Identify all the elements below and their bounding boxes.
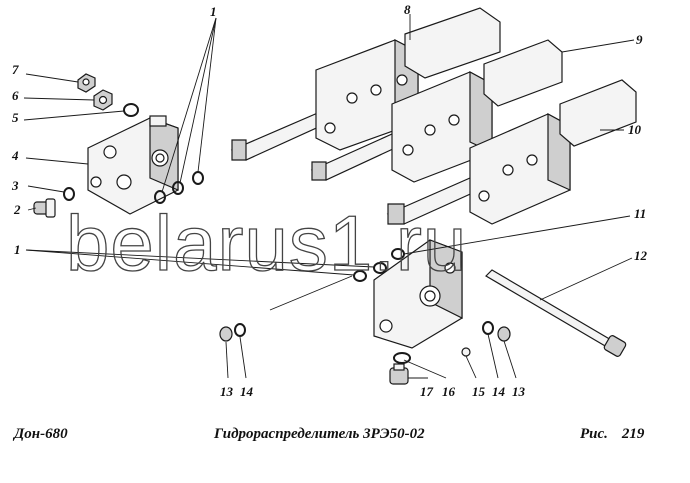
callout-8: 8 xyxy=(404,2,411,17)
nut-part-7 xyxy=(77,73,96,93)
plug-part-17 xyxy=(389,363,409,385)
assembly-axis-line xyxy=(269,275,353,311)
callout-14-left: 14 xyxy=(240,384,254,399)
callout-4: 4 xyxy=(11,148,19,163)
callout-6: 6 xyxy=(12,88,19,103)
callout-12: 12 xyxy=(634,248,648,263)
callout-7: 7 xyxy=(12,62,19,77)
o-ring-part-1-right-b xyxy=(373,262,387,274)
washer-part-5 xyxy=(123,103,139,117)
plug-part-13-left xyxy=(219,326,233,342)
callout-14-right: 14 xyxy=(492,384,506,399)
inlet-block xyxy=(373,239,463,349)
o-ring-part-1-right-a xyxy=(353,270,367,282)
o-ring-part-1-left-b xyxy=(172,181,184,195)
callout-labels: 1 7 6 5 4 3 2 1 8 9 10 11 12 13 14 17 16… xyxy=(11,2,648,399)
o-ring-part-1-left-c xyxy=(192,171,204,185)
figure-number: 219 xyxy=(621,426,645,442)
washer-part-14-left xyxy=(234,323,246,337)
spool-section-part-8 xyxy=(230,7,501,161)
callout-13-left: 13 xyxy=(220,384,234,399)
callout-3: 3 xyxy=(11,178,19,193)
figure-label: Рис. xyxy=(580,426,608,442)
callout-16: 16 xyxy=(442,384,456,399)
callout-15: 15 xyxy=(472,384,486,399)
plug-part-2 xyxy=(33,198,56,218)
callout-10: 10 xyxy=(628,122,642,137)
plug-part-13-right xyxy=(497,326,511,342)
callout-11: 11 xyxy=(634,206,646,221)
callout-13-right: 13 xyxy=(512,384,526,399)
diagram-title: Гидрораспределитель 3РЭ50-02 xyxy=(214,426,425,442)
seal-ring-part-3 xyxy=(63,187,75,201)
washer-part-14-right xyxy=(482,321,494,335)
spool-section-part-9 xyxy=(310,39,563,183)
figure-reference: Рис. 219 xyxy=(580,426,644,443)
site-watermark: belarus1.ru xyxy=(66,199,467,287)
leader-lines xyxy=(23,14,635,379)
nut-part-6 xyxy=(93,89,113,111)
spool-section-part-10 xyxy=(386,79,637,225)
callout-1-left: 1 xyxy=(14,242,21,257)
o-ring-part-1-left-a xyxy=(154,190,166,204)
washer-part-16 xyxy=(393,352,411,364)
callout-9: 9 xyxy=(636,32,643,47)
machine-model-caption: Дон-680 xyxy=(14,426,68,442)
tie-bolt-part-12 xyxy=(485,269,627,357)
callout-5: 5 xyxy=(12,110,19,125)
callout-2: 2 xyxy=(13,202,21,217)
end-cover-part-4 xyxy=(87,115,179,215)
callout-1-top: 1 xyxy=(210,4,217,19)
callout-17: 17 xyxy=(420,384,434,399)
ball-part-15 xyxy=(461,347,471,357)
